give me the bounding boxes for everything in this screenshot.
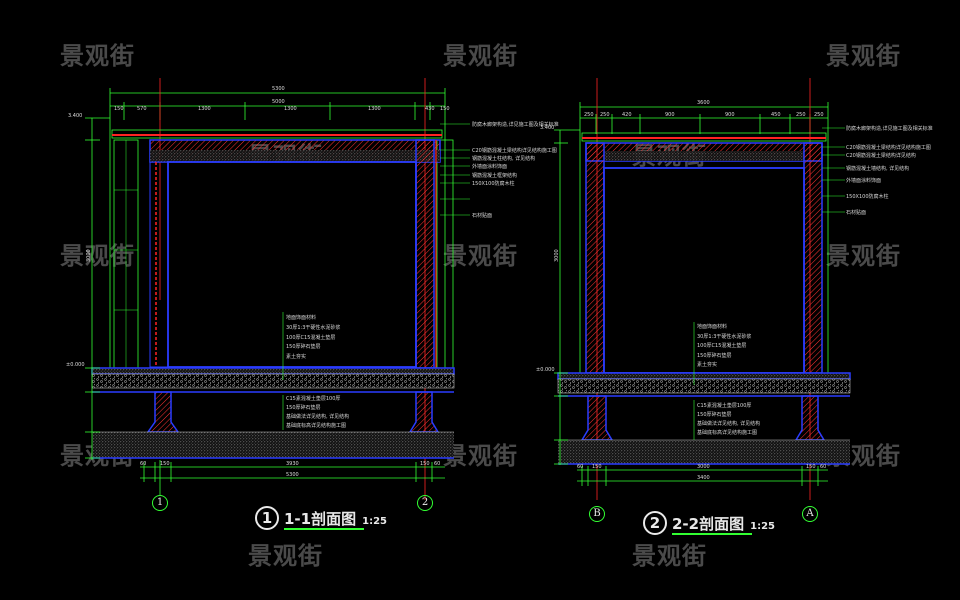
section-1-drawing [85,78,470,500]
watermark: 景观街 [443,242,518,270]
s2-floor-label: 素土夯实 [697,362,718,368]
s2-floor-label: 地面饰面材料 [697,324,728,330]
s1-right-label: C20钢筋混凝土梁结构详见结构施工图 [472,148,557,154]
watermark: 景观街 [443,442,518,470]
s1-section-number: 1 [255,506,279,530]
s2-title-underline [672,533,752,535]
s2-bottom-dim: 150 [592,464,602,470]
s2-section-number: 2 [643,511,667,535]
s2-right-label: 150X100防腐木柱 [846,194,889,200]
s2-floor-label: 30厚1:3干硬性水泥砂浆 [697,334,752,340]
s2-found-label: C15素混凝土垫层100厚 [697,403,752,409]
s2-axis-left: B [589,506,605,522]
s1-elev-top: 3.400 [68,113,83,119]
s1-found-label: C15素混凝土垫层100厚 [286,396,341,402]
s2-right-label: 钢筋混凝土墙结构, 详见结构 [846,166,910,172]
s1-seg-dim: 150 [114,106,124,112]
s2-right-label: C20钢筋混凝土梁结构详见结构 [846,153,916,159]
s1-found-label: 150厚碎石垫层 [286,405,321,411]
s1-floor-label: 地面饰面材料 [286,315,317,321]
s2-elev-top: 3.400 [540,125,555,131]
s1-top-total-dim: 5300 [272,86,285,92]
s1-top-sub-dim: 5000 [272,99,285,105]
s2-found-label: 基础做法详见结构, 详见结构 [697,421,761,427]
s1-bottom-dim: 150 [160,461,170,467]
s1-seg-dim: 570 [137,106,147,112]
s1-scale: 1:25 [362,516,387,527]
s2-elev-floor: ±0.000 [536,367,555,373]
watermark: 景观街 [60,242,135,270]
s2-seg-dim: 250 [796,112,806,118]
s2-seg-dim: 250 [584,112,594,118]
watermark: 景观街 [826,242,901,270]
s2-title: 2-2剖面图 1:25 [672,513,775,534]
s2-right-label: 外墙面涂料饰面 [846,178,882,184]
s2-bottom-total: 3400 [697,475,710,481]
s2-seg-dim: 450 [771,112,781,118]
s2-seg-dim: 250 [600,112,610,118]
s1-floor-label: 30厚1:3干硬性水泥砂浆 [286,325,341,331]
s2-floor-label: 100厚C15混凝土垫层 [697,343,747,349]
s2-seg-dim: 420 [622,112,632,118]
s2-right-label: 石材贴面 [846,210,867,216]
watermark: 景观街 [443,42,518,70]
s2-bottom-dim: 3000 [697,464,710,470]
section-2-drawing [554,78,851,500]
watermark: 景观街 [248,542,323,570]
s1-axis-left: 1 [152,495,168,511]
s2-seg-dim: 250 [814,112,824,118]
s1-right-label: 钢筋混凝土框架结构 [472,173,518,179]
s2-bottom-dim: 60 [820,464,827,470]
s1-bottom-dim: 3930 [286,461,299,467]
s1-seg-dim: 150 [440,106,450,112]
s2-top-total-dim: 3600 [697,100,710,106]
s2-seg-dim: 900 [725,112,735,118]
s2-bottom-dim: 150 [806,464,816,470]
s2-found-label: 基础底标高详见结构施工图 [697,430,758,436]
s2-right-label: C20钢筋混凝土梁结构详见结构施工图 [846,145,931,151]
s1-seg-dim: 1300 [368,106,381,112]
s1-title: 1-1剖面图 1:25 [284,508,387,529]
s2-bottom-dim: 60 [577,464,584,470]
s1-bottom-dim: 60 [140,461,147,467]
s1-title-text: 1-1剖面图 [284,510,357,528]
s1-right-label: 外墙面涂料饰面 [472,164,508,170]
s1-seg-dim: 1300 [198,106,211,112]
s1-floor-label: 素土夯实 [286,354,307,360]
s1-right-label: 防腐木廊架构造,详见施工图及相关标准 [472,122,559,128]
s1-found-label: 基础做法详见结构, 详见结构 [286,414,350,420]
s1-found-label: 基础底标高详见结构施工图 [286,423,347,429]
s2-seg-dim: 900 [665,112,675,118]
s1-floor-label: 150厚碎石垫层 [286,344,321,350]
s2-axis-right: A [802,506,818,522]
s2-title-text: 2-2剖面图 [672,515,745,533]
s2-height-dim: 3000 [554,249,560,262]
watermark: 景观街 [826,42,901,70]
s1-floor-label: 100厚C15混凝土垫层 [286,335,336,341]
s1-seg-dim: 430 [425,106,435,112]
s1-seg-dim: 1300 [284,106,297,112]
watermark: 景观街 [632,542,707,570]
s2-scale: 1:25 [750,521,775,532]
s1-right-label: 钢筋混凝土柱结构, 详见结构 [472,156,536,162]
s2-floor-label: 150厚碎石垫层 [697,353,732,359]
s1-bottom-dim: 60 [434,461,441,467]
s1-axis-right: 2 [417,495,433,511]
s1-height-dim: 3000 [86,249,92,262]
s1-title-underline [284,528,364,530]
s1-right-label: 石材贴面 [472,213,493,219]
s2-found-label: 150厚碎石垫层 [697,412,732,418]
s1-bottom-dim: 150 [420,461,430,467]
s1-elev-floor: ±0.000 [66,362,85,368]
s1-right-label: 150X100防腐木柱 [472,181,515,187]
s1-bottom-total: 5300 [286,472,299,478]
watermark: 景观街 [60,42,135,70]
s2-right-label: 防腐木廊架构造,详见施工图及相关标准 [846,126,933,132]
